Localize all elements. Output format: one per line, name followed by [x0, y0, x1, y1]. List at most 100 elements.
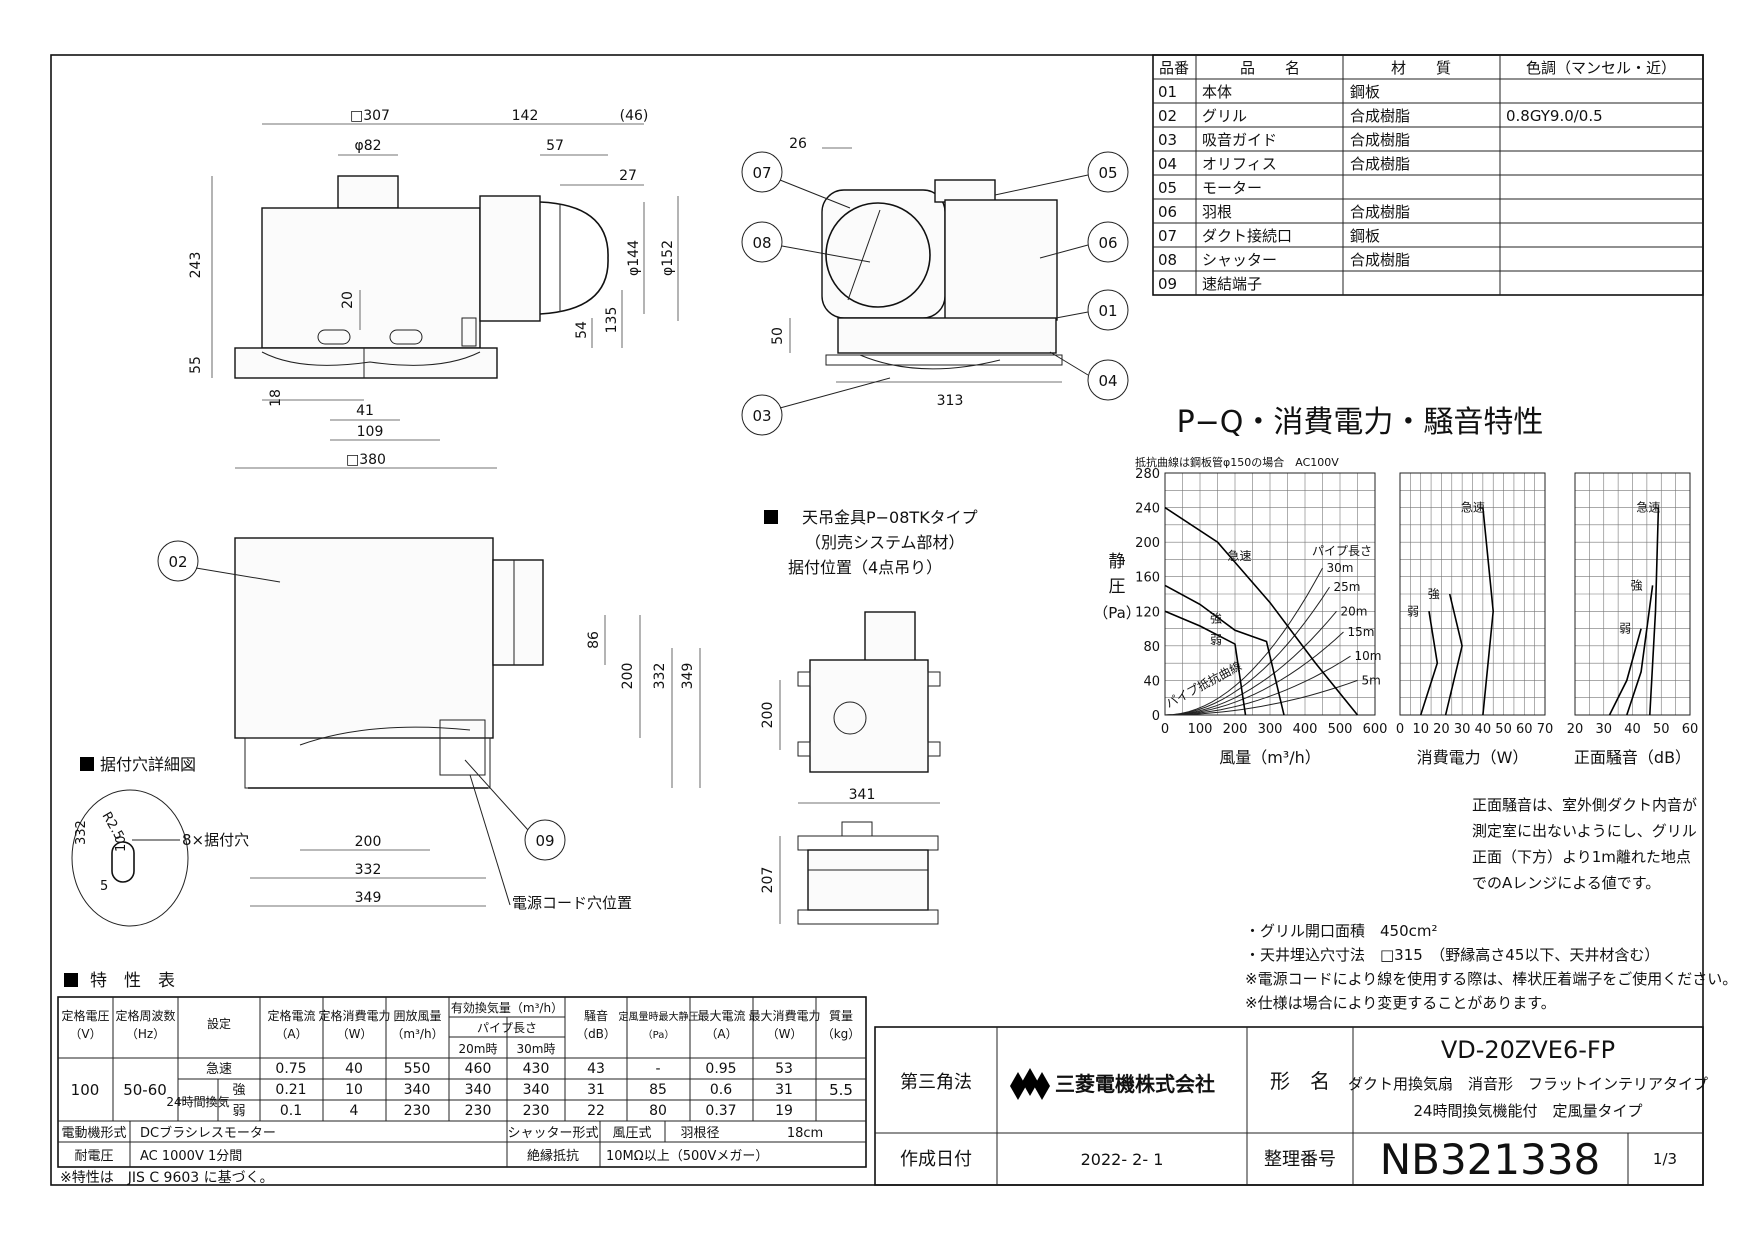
parts-row-material: 鋼板: [1350, 83, 1380, 101]
resistance-curve: [1164, 679, 1358, 716]
spec-header-5: （m³/h）: [391, 1027, 443, 1041]
spec-shutter-value: 風圧式: [612, 1126, 651, 1141]
spec-cell-power: 10: [345, 1082, 363, 1098]
side-motor-body: [944, 199, 1058, 321]
spec-header-11: （kg）: [822, 1027, 861, 1041]
spec-cell-max_power: 53: [775, 1061, 793, 1077]
note-1: ・グリル開口面積 450cm²: [1245, 922, 1438, 940]
parts-row-material: 合成樹脂: [1350, 155, 1410, 173]
spec-header-11: 質量: [829, 1008, 853, 1023]
spec-voltage: 100: [71, 1081, 100, 1099]
spec-cell-pressure: 85: [649, 1082, 667, 1098]
doc-number: NB321338: [1380, 1135, 1601, 1184]
spec-header-effective: 有効換気量（m³/h）: [451, 1000, 563, 1015]
parts-row-material: 合成樹脂: [1350, 107, 1410, 125]
hanger-top-view: [809, 659, 929, 773]
chart-ylabel-2: 圧: [1109, 577, 1126, 597]
parts-row-name: モーター: [1202, 179, 1262, 197]
resistance-curve: [1164, 586, 1330, 716]
x-tick-label: 60: [1516, 722, 1533, 737]
resistance-curve: [1164, 655, 1351, 716]
side-view: 26 50 313 07 08 03 05 06 01 04: [741, 136, 1129, 436]
dim-phi152: φ152: [660, 240, 676, 276]
x-tick-label: 200: [1223, 722, 1248, 737]
series-line: [1444, 593, 1463, 716]
hanger-section: 天吊金具P−08TKタイプ （別売システム部材） 据付位置（4点吊り） 200 …: [760, 508, 978, 925]
spec-cell-max_current: 0.37: [705, 1103, 736, 1119]
x-tick-label: 100: [1188, 722, 1213, 737]
spec-insulation-value: 10MΩ以上（500Vメガー）: [606, 1149, 768, 1164]
projection-label: 第三角法: [900, 1072, 972, 1093]
dim-349h: 349: [355, 890, 382, 906]
resistance-label: 30m: [1327, 561, 1354, 575]
series-label: 急速: [1461, 500, 1485, 515]
resistance-curve: [1164, 610, 1337, 716]
chart-xlabel: 正面騒音（dB）: [1574, 748, 1691, 767]
spec-withstand-label: 耐電圧: [74, 1149, 113, 1164]
parts-row-material: 合成樹脂: [1350, 251, 1410, 269]
series-label: 急速: [1228, 548, 1252, 563]
spec-motor-label: 電動機形式: [61, 1126, 126, 1141]
chart-ylabel-3: （Pa）: [1093, 604, 1141, 622]
x-tick-label: 60: [1682, 722, 1699, 737]
mitsubishi-logo-icon: [1010, 1068, 1050, 1100]
balloon-09: 09: [535, 832, 554, 850]
spec-header-4: 定格消費電力: [318, 1008, 390, 1023]
spec-cell-current: 0.75: [275, 1061, 306, 1077]
model-desc-1: ダクト用換気扇 消音形 フラットインテリアタイプ: [1348, 1075, 1708, 1093]
balloon-06: 06: [1098, 234, 1117, 252]
hanger-dim-207: 207: [760, 867, 776, 894]
side-duct: [479, 195, 541, 322]
hanger-marker: [764, 510, 778, 524]
pipe-length-label: パイプ長さ: [1312, 544, 1372, 558]
spec-header-3: 定格電流: [267, 1008, 315, 1023]
spec-row-mode: 弱: [232, 1104, 245, 1119]
x-tick-label: 20: [1567, 722, 1584, 737]
model-label: 形 名: [1270, 1069, 1330, 1093]
spec-cell-power: 4: [350, 1103, 359, 1119]
chart-section-title: P−Q・消費電力・騒音特性: [1177, 405, 1544, 440]
spec-insulation-label: 絶縁抵抗: [527, 1148, 579, 1164]
spec-cell-p30: 230: [523, 1103, 550, 1119]
dim-phi144: φ144: [626, 240, 642, 276]
x-tick-label: 30: [1454, 722, 1471, 737]
dim-109: 109: [357, 424, 384, 440]
dim-phi82: φ82: [354, 138, 381, 154]
series-label: 強: [1210, 611, 1222, 625]
x-tick-label: 40: [1624, 722, 1641, 737]
series-line: [1626, 585, 1654, 716]
parts-row-color: 0.8GY9.0/0.5: [1506, 107, 1603, 125]
spec-cell-noise: 22: [587, 1103, 605, 1119]
spec-withstand-value: AC 1000V 1分間: [140, 1149, 242, 1164]
parts-row-no: 07: [1158, 227, 1177, 245]
spec-cell-power: 40: [345, 1061, 363, 1077]
spec-header-7: 騒音: [584, 1008, 608, 1023]
balloon-04: 04: [1098, 372, 1117, 390]
notes-section: 正面騒音は、室外側ダクト内音が 測定室に出ないようにし、グリル 正面（下方）より…: [1245, 796, 1737, 1012]
dim-307: □307: [350, 108, 390, 124]
duct-cap: [539, 201, 609, 315]
grille: [234, 537, 494, 739]
dim-243: 243: [188, 252, 204, 279]
front-body: [261, 207, 481, 349]
spec-shutter-label: シャッター形式: [507, 1126, 598, 1141]
spec-header-8: 定風量時最大静圧: [619, 1010, 699, 1023]
dim-26: 26: [789, 136, 807, 152]
x-tick-label: 50: [1653, 722, 1670, 737]
spec-pipe-30: 30m時: [517, 1042, 556, 1056]
side-base: [837, 317, 1057, 354]
spec-header-1: 定格周波数: [115, 1008, 175, 1023]
spec-cell-flow: 230: [404, 1103, 431, 1119]
spec-cell-max_current: 0.6: [710, 1082, 732, 1098]
spec-blade-value: 18cm: [787, 1126, 823, 1141]
y-tick-label: 240: [1135, 502, 1160, 517]
parts-row-no: 02: [1158, 107, 1177, 125]
spec-pipe-header: パイプ長さ: [477, 1021, 537, 1035]
spec-cell-pressure: -: [655, 1061, 660, 1077]
hanger-dim-341: 341: [849, 787, 876, 803]
hole-detail: 据付穴詳細図 8×据付穴 332 R2.5 10 5: [71, 755, 249, 927]
balloon-02: 02: [168, 553, 187, 571]
spec-header-4: （W）: [337, 1027, 373, 1041]
spec-marker: [64, 973, 78, 987]
